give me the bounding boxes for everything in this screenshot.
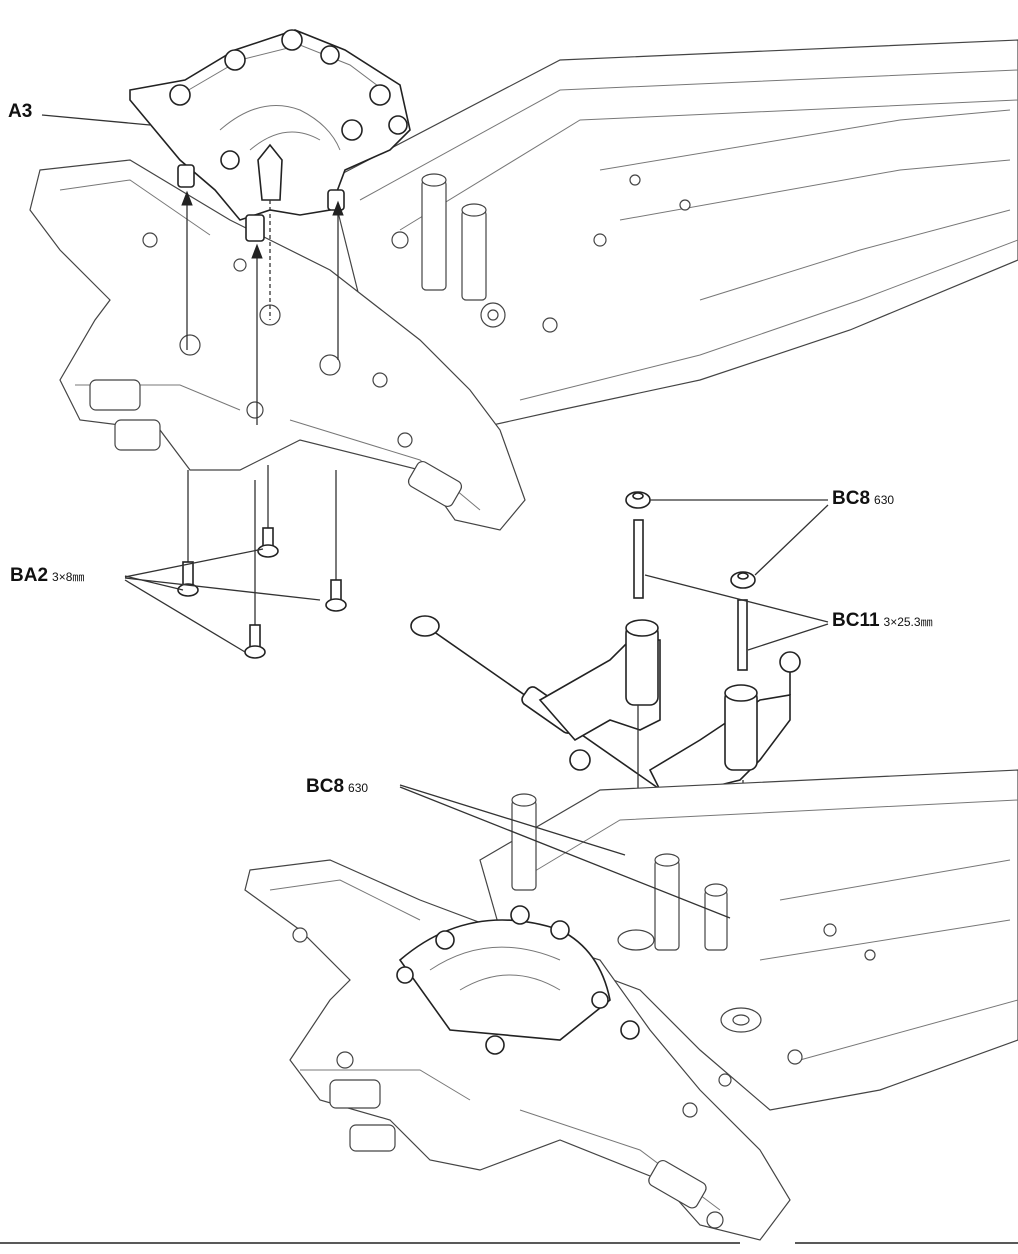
upward-arrow-icon <box>251 243 263 259</box>
part-code: A3 <box>8 101 33 122</box>
ba2-screws <box>177 465 347 659</box>
part-spec: 3×8㎜ <box>52 570 85 584</box>
upper-guide-lines <box>181 190 344 425</box>
part-spec: 3×25.3㎜ <box>883 615 933 629</box>
part-spec: 630 <box>874 493 895 507</box>
lower-chassis-plate <box>479 769 1018 1111</box>
lower-suspension-mount <box>244 859 791 1241</box>
part-code: BC11 <box>832 610 880 631</box>
upper-suspension-mount <box>29 159 526 531</box>
part-code: BA2 <box>10 565 49 586</box>
part-code: BC8 <box>832 488 871 509</box>
screw <box>325 579 347 612</box>
upward-arrow-icon <box>181 190 193 206</box>
label-a3: A3 <box>8 102 32 121</box>
leader-lines <box>41 114 829 919</box>
part-spec: 630 <box>348 781 369 795</box>
part-code: BC8 <box>306 776 345 797</box>
screw <box>244 624 266 659</box>
screw <box>177 561 199 597</box>
screw <box>257 527 279 558</box>
gearbox-housing-a3 <box>129 29 411 242</box>
upward-arrow-icon <box>332 200 344 216</box>
bc8-top-collars <box>625 491 756 589</box>
upper-chassis-posts <box>421 173 506 328</box>
